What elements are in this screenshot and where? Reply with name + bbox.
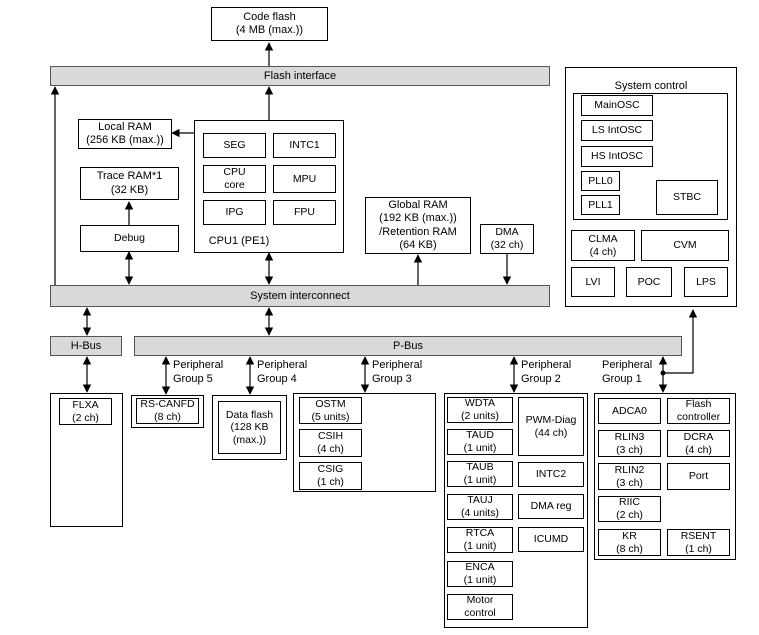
hs-intosc-block: HS IntOSC (581, 146, 653, 167)
rsent-block: RSENT (1 ch) (667, 529, 730, 556)
ipg-block: IPG (203, 200, 266, 225)
pll1-block: PLL1 (581, 195, 620, 215)
peripheral-group-2-label: Peripheral Group 2 (521, 359, 572, 385)
peripheral-group-3-frame (293, 393, 436, 492)
global-ram: Global RAM (192 KB (max.)) /Retention RA… (365, 197, 471, 254)
ostm-block: OSTM (5 units) (299, 397, 362, 424)
wdta-block: WDTA (2 units) (447, 397, 513, 423)
taub-block: TAUB (1 unit) (447, 461, 513, 487)
mainosc-block: MainOSC (581, 95, 653, 116)
lvi-block: LVI (571, 267, 615, 297)
rs-canfd-block: RS-CANFD (8 ch) (136, 398, 199, 424)
cpu-core-block: CPU core (203, 165, 266, 193)
clma-block: CLMA (4 ch) (571, 230, 635, 261)
riic-block: RIIC (2 ch) (598, 496, 661, 522)
adca0-block: ADCA0 (598, 398, 661, 424)
stbc-block: STBC (656, 180, 718, 215)
system-interconnect-bus: System interconnect (50, 285, 550, 307)
flash-controller-block: Flash controller (667, 398, 730, 424)
taud-block: TAUD (1 unit) (447, 429, 513, 455)
csih-block: CSIH (4 ch) (299, 429, 362, 457)
h-bus-group-frame (50, 393, 123, 527)
pwm-diag-block: PWM-Diag (44 ch) (518, 397, 584, 456)
system-control-frame (565, 67, 737, 307)
oscillator-group (573, 93, 728, 220)
flxa-block: FLXA (2 ch) (59, 398, 112, 425)
rlin3-block: RLIN3 (3 ch) (598, 430, 661, 457)
peripheral-group-4-label: Peripheral Group 4 (257, 359, 308, 385)
system-control-title: System control (614, 80, 688, 92)
data-flash-block: Data flash (128 KB (max.)) (218, 401, 281, 454)
peripheral-group-1-frame (594, 393, 736, 560)
tauj-block: TAUJ (4 units) (447, 494, 513, 520)
ls-intosc-block: LS IntOSC (581, 120, 653, 141)
p-bus: P-Bus (134, 336, 682, 356)
icumd-block: ICUMD (518, 527, 584, 552)
kr-block: KR (8 ch) (598, 529, 661, 556)
csig-block: CSIG (1 ch) (299, 462, 362, 490)
mpu-block: MPU (273, 165, 336, 193)
lps-block: LPS (684, 267, 728, 297)
h-bus: H-Bus (50, 336, 122, 356)
peripheral-group-3-label: Peripheral Group 3 (372, 359, 423, 385)
intc1-block: INTC1 (273, 133, 336, 158)
peripheral-group-5-label: Peripheral Group 5 (173, 359, 224, 385)
peripheral-group-4-frame (212, 395, 287, 460)
intc2-block: INTC2 (518, 462, 584, 487)
flash-interface-bus: Flash interface (50, 66, 550, 86)
peripheral-group-5-frame (131, 395, 204, 428)
dcra-block: DCRA (4 ch) (667, 430, 730, 457)
enca-block: ENCA (1 unit) (447, 561, 513, 587)
cvm-block: CVM (641, 230, 729, 261)
rlin2-block: RLIN2 (3 ch) (598, 463, 661, 490)
peripheral-group-2-frame (444, 393, 588, 628)
fpu-block: FPU (273, 200, 336, 225)
local-ram: Local RAM (256 KB (max.)) (78, 119, 172, 149)
port-block: Port (667, 463, 730, 490)
cpu1-frame (194, 120, 344, 253)
trace-ram: Trace RAM*1 (32 KB) (80, 167, 179, 200)
dma-block: DMA (32 ch) (480, 224, 534, 254)
poc-block: POC (626, 267, 672, 297)
seg-block: SEG (203, 133, 266, 158)
cpu1-title: CPU1 (PE1) (208, 235, 270, 247)
code-flash: Code flash (4 MB (max.)) (211, 7, 328, 41)
motor-control-block: Motor control (447, 594, 513, 620)
dma-reg-block: DMA reg (518, 494, 584, 519)
debug-block: Debug (80, 225, 179, 252)
rtca-block: RTCA (1 unit) (447, 527, 513, 553)
peripheral-group-1-label: Peripheral Group 1 (602, 359, 653, 385)
pll0-block: PLL0 (581, 171, 620, 191)
